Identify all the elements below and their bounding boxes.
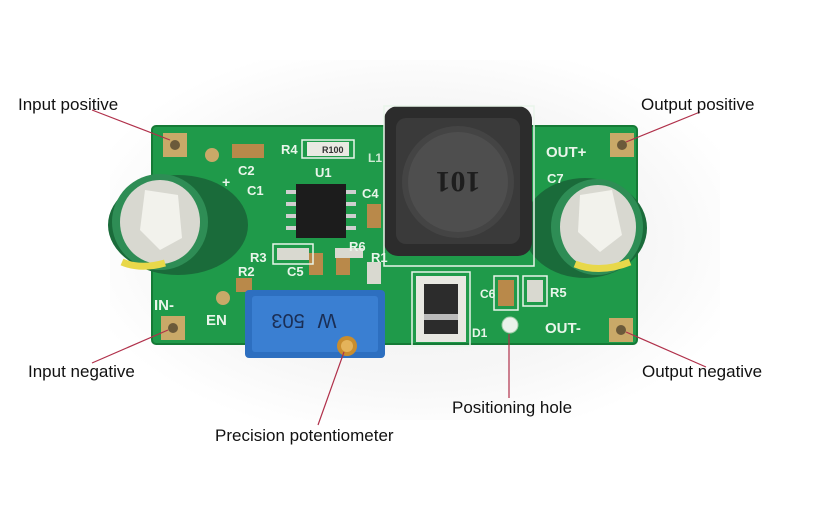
silk-c1: C1 — [247, 183, 264, 198]
label-input-negative: Input negative — [28, 362, 135, 381]
smd-c2 — [232, 144, 264, 158]
potentiometer — [245, 290, 385, 358]
diode-d1 — [416, 276, 466, 342]
smd-r1 — [367, 262, 381, 284]
via-en — [216, 291, 230, 305]
pad-input-negative — [161, 316, 185, 340]
leader-input-negative — [91, 329, 169, 364]
silk-c7: C7 — [547, 171, 564, 186]
inductor-code: 101 — [436, 165, 481, 198]
leader-potentiometer — [317, 351, 345, 426]
label-output-negative: Output negative — [642, 362, 763, 381]
leader-output-positive — [625, 111, 701, 143]
label-output-positive: Output positive — [641, 95, 755, 114]
pad-output-positive — [610, 133, 634, 157]
smd-c5b — [336, 253, 350, 275]
smd-r4 — [307, 142, 349, 156]
silk-d1: D1 — [472, 326, 488, 340]
silk-r1: R1 — [371, 250, 388, 265]
silk-c4: C4 — [362, 186, 379, 201]
smd-r6 — [335, 248, 363, 258]
leader-input-positive — [91, 109, 171, 141]
via-left — [205, 148, 219, 162]
positioning-hole — [501, 316, 519, 334]
label-input-positive: Input positive — [18, 95, 119, 114]
silk-c6: C6 — [480, 287, 496, 301]
label-precision-potentiometer: Precision potentiometer — [215, 426, 394, 445]
capacitor-c1 — [108, 174, 248, 275]
silk-c2: C2 — [238, 163, 255, 178]
pot-code: 503 — [271, 309, 304, 331]
silk-r6: R6 — [349, 239, 366, 254]
silk-en: EN — [206, 312, 227, 329]
capacitor-c7 — [523, 178, 647, 278]
smd-c4 — [367, 204, 381, 228]
label-positioning-hole: Positioning hole — [452, 398, 573, 417]
smd-r2 — [236, 278, 252, 292]
smd-r5 — [527, 280, 543, 302]
silk-out-minus: OUT- — [545, 320, 581, 337]
smd-c6 — [498, 280, 514, 306]
pad-output-negative — [609, 318, 633, 342]
silk-plus: + — [222, 174, 230, 190]
leader-output-negative — [625, 331, 707, 368]
pad-input-positive — [163, 133, 187, 157]
silk-r5: R5 — [550, 285, 567, 300]
silk-l1: L1 — [368, 151, 382, 165]
silk-r100: R100 — [322, 145, 344, 155]
inductor-l1 — [384, 106, 532, 256]
ic-u1 — [286, 184, 356, 238]
smd-r3 — [277, 248, 309, 260]
silk-in-minus: IN- — [154, 297, 174, 314]
silk-r2: R2 — [238, 264, 255, 279]
silk-c5: C5 — [287, 264, 304, 279]
silk-u1: U1 — [315, 165, 332, 180]
silk-out-plus: OUT+ — [546, 144, 587, 161]
pot-w: W — [317, 309, 336, 331]
silk-r3: R3 — [250, 250, 267, 265]
silk-r4: R4 — [281, 142, 298, 157]
